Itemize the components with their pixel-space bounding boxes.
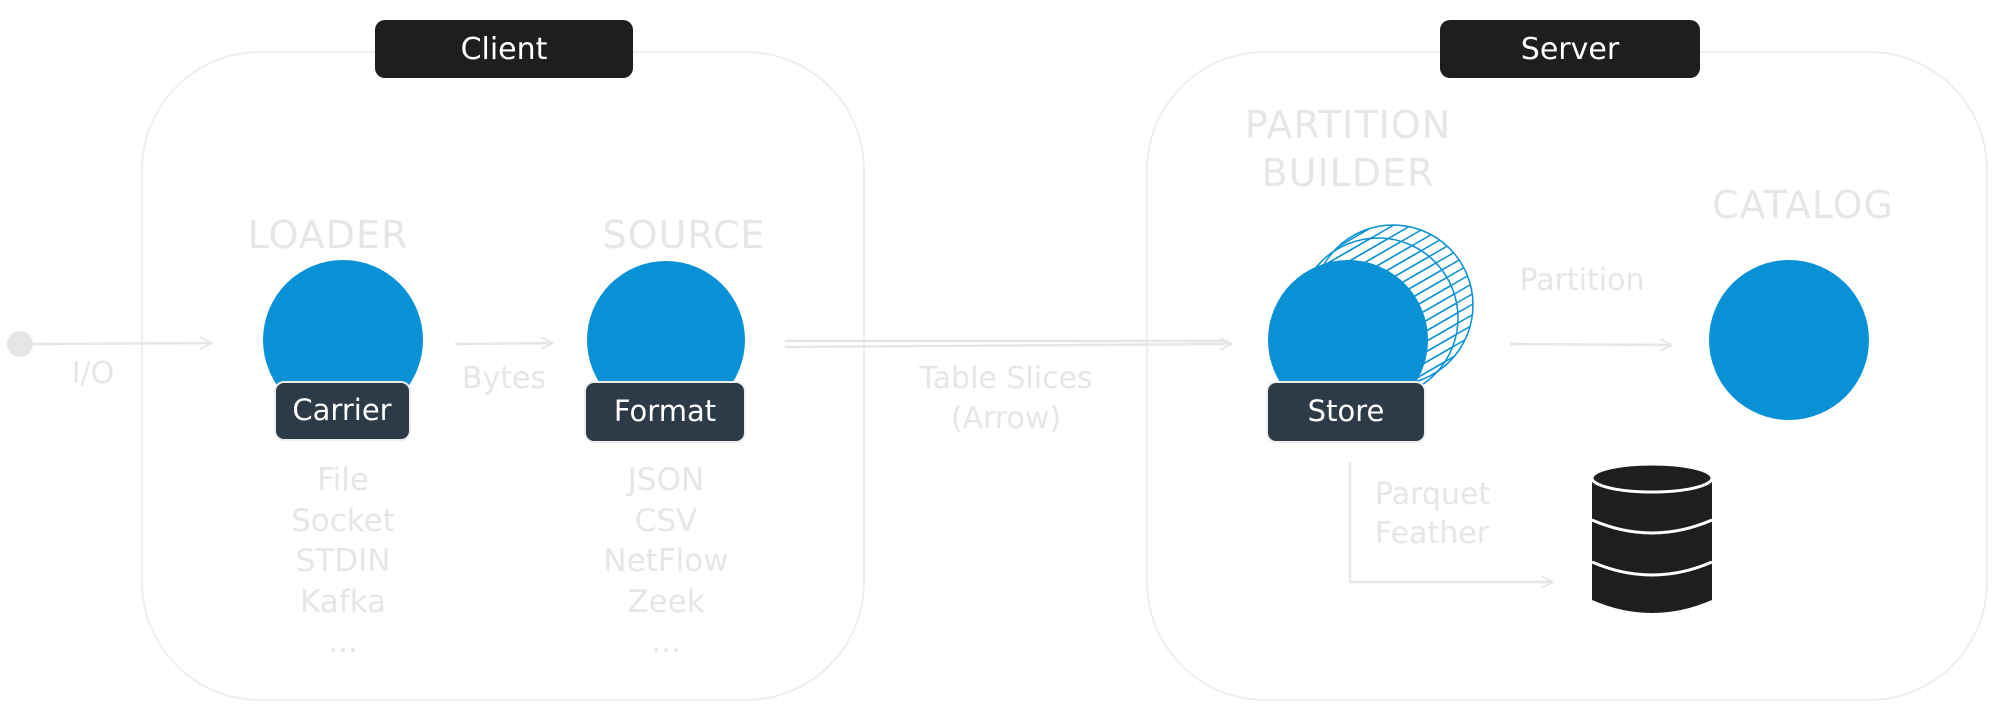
list-item: CSV: [635, 503, 698, 539]
list-item: STDIN: [296, 543, 391, 579]
list-item: Socket: [291, 503, 395, 539]
list-item: ...: [328, 624, 358, 660]
partition-builder-circle: [1268, 260, 1428, 420]
source-items-list: JSON CSV NetFlow Zeek ...: [603, 462, 728, 660]
list-item: NetFlow: [603, 543, 728, 579]
source-title: SOURCE: [603, 213, 766, 257]
client-header-box: [375, 20, 633, 78]
client-group: Client LOADER Carrier File Socket STDIN …: [141, 20, 865, 701]
partition-builder-title-line2: BUILDER: [1262, 151, 1435, 195]
feather-label: Feather: [1375, 516, 1490, 551]
database-ring-2: [1591, 560, 1713, 577]
carrier-badge-box: [274, 381, 411, 441]
list-item: ...: [651, 624, 681, 660]
database-top: [1590, 462, 1714, 494]
catalog-title: CATALOG: [1712, 183, 1894, 227]
database-body: [1592, 478, 1712, 613]
bytes-label: Bytes: [462, 361, 546, 396]
server-group: Server PARTITION BUILDER Store CATALOG: [1146, 20, 1988, 701]
io-label: I/O: [72, 356, 115, 391]
table-slices-label-line1: Table Slices: [918, 361, 1092, 396]
format-badge-label: Format: [614, 394, 716, 428]
bytes-arrow: [454, 336, 554, 350]
partition-label: Partition: [1519, 263, 1644, 298]
database-icon: [1590, 462, 1714, 613]
catalog-circle: [1709, 260, 1869, 420]
parquet-label: Parquet: [1375, 477, 1490, 512]
source-circle: [587, 261, 745, 419]
partition-builder-title-line1: PARTITION: [1245, 103, 1451, 147]
table-slices-label-line2: (Arrow): [951, 401, 1061, 436]
input-dot: [7, 331, 33, 357]
loader-node: LOADER Carrier File Socket STDIN Kafka .…: [248, 213, 423, 660]
store-badge: Store: [1266, 381, 1426, 443]
client-header-label: Client: [461, 32, 548, 67]
carrier-badge-label: Carrier: [292, 393, 391, 427]
io-arrow: [32, 336, 213, 350]
catalog-node: CATALOG: [1709, 183, 1894, 420]
store-to-database-arrow: [1348, 462, 1554, 589]
source-node: SOURCE Format JSON CSV NetFlow Zeek ...: [584, 213, 766, 660]
partition-arrow: [1509, 338, 1673, 352]
database-ring-1: [1591, 518, 1713, 535]
list-item: Zeek: [627, 584, 704, 620]
loader-circle: [263, 260, 423, 420]
loader-title: LOADER: [248, 213, 409, 257]
table-slices-arrow: [784, 337, 1233, 351]
client-header: Client: [375, 20, 633, 78]
server-header-label: Server: [1521, 32, 1620, 67]
server-header: Server: [1440, 20, 1700, 78]
loader-items-list: File Socket STDIN Kafka ...: [291, 462, 395, 660]
format-badge-box: [584, 381, 746, 443]
list-item: JSON: [626, 462, 704, 498]
list-item: File: [317, 462, 369, 498]
partition-builder-node: PARTITION BUILDER Store: [1245, 103, 1474, 443]
server-header-box: [1440, 20, 1700, 78]
server-container: [1146, 51, 1988, 701]
store-badge-label: Store: [1308, 394, 1385, 428]
edges: I/O Bytes Table Slices (Arrow) Partition…: [7, 263, 1673, 589]
list-item: Kafka: [300, 584, 386, 620]
format-badge: Format: [584, 381, 746, 443]
store-badge-box: [1266, 381, 1426, 443]
carrier-badge: Carrier: [274, 381, 411, 441]
